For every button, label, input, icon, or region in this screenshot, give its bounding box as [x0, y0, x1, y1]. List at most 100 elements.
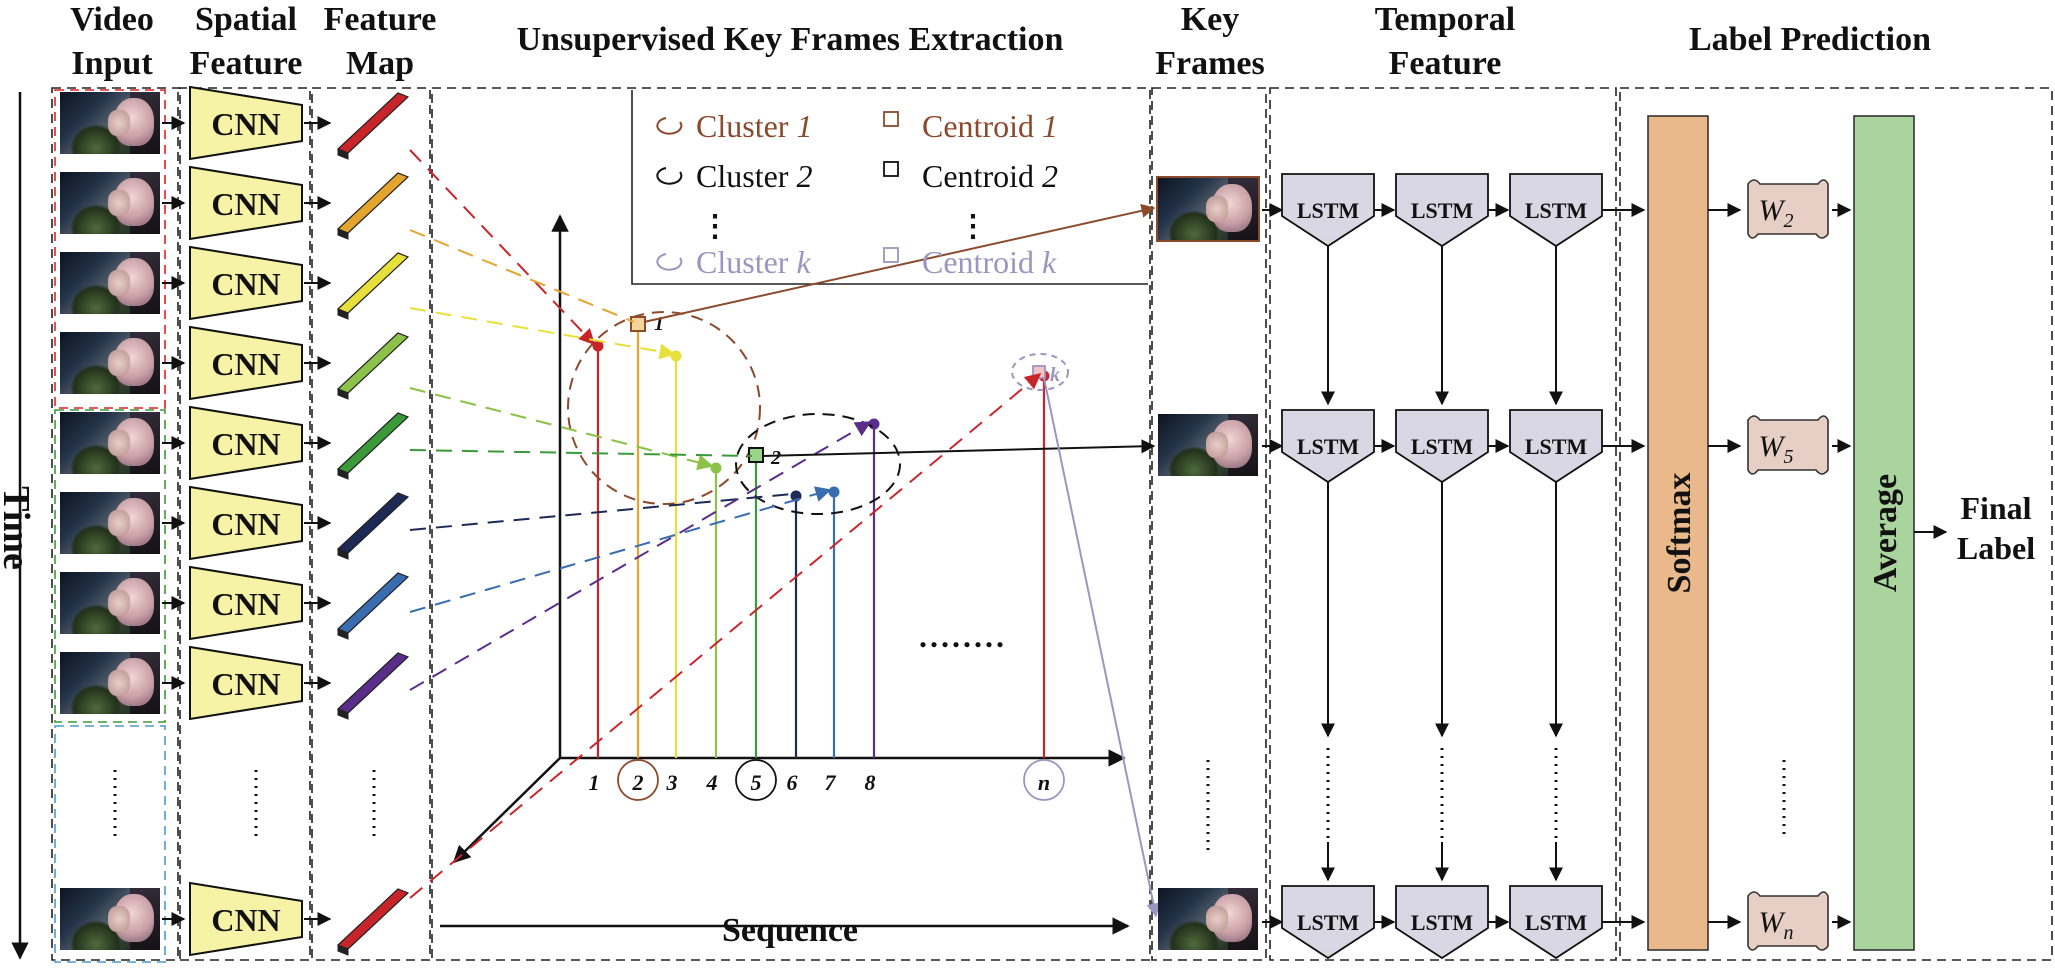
- panel-border: [1619, 87, 2053, 961]
- legend-cluster-2: Cluster 2: [696, 158, 813, 194]
- axis-tick: 3: [666, 770, 678, 795]
- centroid-to-keyframe: [643, 203, 1156, 323]
- legend-cluster-1: Cluster 1: [696, 108, 813, 144]
- legend-centroid-2: Centroid 2: [922, 158, 1058, 194]
- video-frame: [60, 888, 160, 950]
- panel-border: [177, 87, 311, 961]
- z-axis: [452, 757, 561, 864]
- video-frame: [60, 572, 160, 634]
- header-spatial-feature: Spatial Feature: [189, 1, 303, 82]
- group-border-red: [54, 89, 166, 409]
- cnn-label: CNN: [211, 426, 280, 462]
- projection-line: [409, 421, 872, 691]
- header-unsupervised-key-frames: Unsupervised Key Frames Extraction: [516, 21, 1064, 58]
- lstm-label: LSTM: [1525, 910, 1588, 935]
- data-point: [670, 350, 682, 362]
- legend-centroid-1: Centroid 1: [922, 108, 1058, 144]
- lstm-cell: [1395, 409, 1489, 484]
- feature-map-bar: [336, 172, 410, 234]
- lstm-label: LSTM: [1525, 198, 1588, 223]
- feature-map-bar-end: [337, 148, 349, 160]
- feature-map-bar: [336, 492, 410, 554]
- weight-label: W2: [1759, 194, 1794, 232]
- lstm-label: LSTM: [1411, 910, 1474, 935]
- cnn-block: [189, 245, 303, 321]
- feature-map-bar-end: [337, 548, 349, 560]
- panel-border: [431, 87, 1151, 961]
- legend-cluster-k: Cluster k: [696, 244, 811, 280]
- lstm-label: LSTM: [1411, 434, 1474, 459]
- feature-map-bar: [336, 252, 410, 314]
- softmax-block: [1647, 115, 1709, 951]
- weight-scroll: [1747, 891, 1829, 951]
- projection-line: [409, 307, 676, 360]
- cnn-label: CNN: [211, 186, 280, 222]
- lstm-cell: [1281, 409, 1375, 484]
- cluster-ellipse-1: [567, 311, 761, 505]
- axis-tick: 1: [589, 770, 600, 795]
- feature-map-bar-end: [337, 308, 349, 320]
- tick-ring: [617, 759, 659, 801]
- cnn-block: [189, 165, 303, 241]
- cnn-block: [189, 85, 303, 161]
- cnn-label: CNN: [211, 666, 280, 702]
- video-frame: [60, 652, 160, 714]
- lstm-cell: [1509, 409, 1603, 484]
- projection-line: [409, 449, 753, 457]
- cnn-label: CNN: [211, 346, 280, 382]
- tick-ring: [735, 759, 777, 801]
- weight-label: W5: [1759, 430, 1794, 468]
- cnn-label: CNN: [211, 106, 280, 142]
- key-frame-n: [1158, 888, 1258, 950]
- sequence-label: Sequence: [722, 912, 858, 949]
- projection-line: [409, 486, 832, 613]
- tick-ring: [1023, 759, 1065, 801]
- lstm-cell: [1281, 173, 1375, 248]
- average-label: Average: [1867, 474, 1904, 592]
- data-point: [828, 486, 840, 498]
- axis-tick: 2: [632, 770, 644, 795]
- header-video-input: Video Input: [70, 1, 154, 82]
- lstm-label: LSTM: [1525, 434, 1588, 459]
- video-frame: [60, 412, 160, 474]
- legend-centroid-symbol: [883, 247, 899, 263]
- lstm-cell: [1395, 173, 1489, 248]
- centroid-to-keyframe: [1043, 377, 1161, 918]
- cnn-label: CNN: [211, 586, 280, 622]
- feature-map-bar-end: [337, 228, 349, 240]
- time-label: Time: [0, 486, 37, 570]
- scatter-dots: ........: [919, 618, 1007, 654]
- panel-border: [1269, 87, 1617, 961]
- axis-tick: 4: [706, 770, 718, 795]
- cluster-ellipse-k: [1011, 353, 1069, 391]
- final-label: Final Label: [1956, 490, 2036, 566]
- cnn-block: [189, 881, 303, 957]
- cnn-block: [189, 485, 303, 561]
- cnn-label: CNN: [211, 902, 280, 938]
- softmax-label: Softmax: [1661, 473, 1698, 594]
- legend-centroid-symbol: [883, 111, 899, 127]
- legend-box: [631, 90, 1148, 285]
- average-block: [1853, 115, 1915, 951]
- legend-ellipsis: ⋮: [700, 210, 730, 243]
- legend-centroid-symbol: [883, 161, 899, 177]
- video-frame: [60, 492, 160, 554]
- centroid-tag-k: k: [1050, 364, 1060, 386]
- legend-cluster-symbol: [656, 167, 683, 185]
- lstm-cell: [1509, 173, 1603, 248]
- header-feature-map: Feature Map: [323, 1, 437, 82]
- header-key-frames: Key Frames: [1155, 1, 1265, 82]
- feature-map-bar-end: [337, 944, 349, 956]
- feature-map-bar-end: [337, 468, 349, 480]
- panel-border: [1151, 87, 1267, 961]
- centroid-1: [630, 316, 646, 332]
- axis-tick: 6: [787, 770, 798, 795]
- weight-label: Wn: [1759, 906, 1794, 944]
- legend-cluster-symbol: [656, 117, 683, 135]
- projection-line: [409, 229, 635, 323]
- lstm-cell: [1509, 885, 1603, 960]
- centroid-k: [1032, 365, 1046, 379]
- weight-scroll: [1747, 179, 1829, 239]
- lstm-label: LSTM: [1411, 198, 1474, 223]
